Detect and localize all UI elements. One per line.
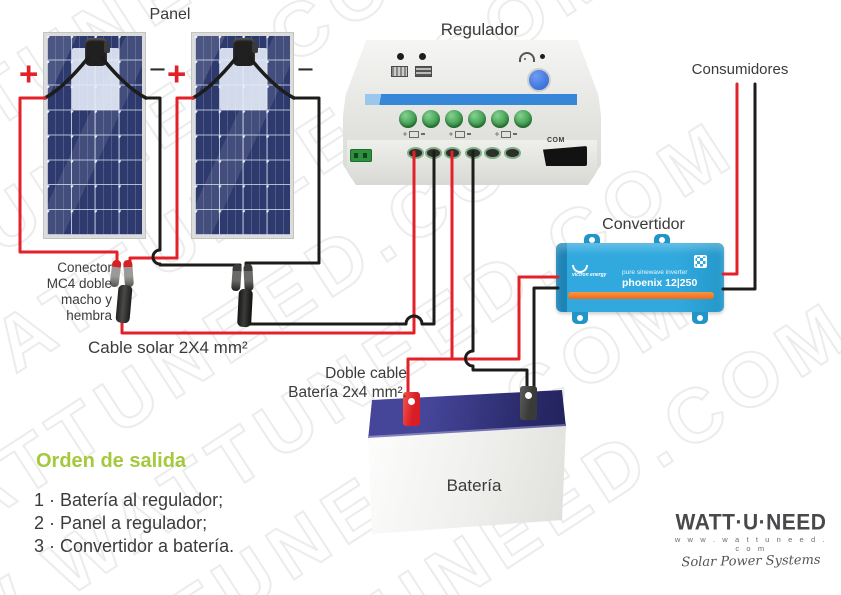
battery-icon [415, 66, 432, 77]
logo-tagline: Solar Power Systems [681, 552, 821, 571]
battery-body [368, 426, 566, 534]
terminal-load-plus [491, 110, 509, 128]
wire-consumers-positive [721, 82, 739, 276]
mc4-body [115, 284, 133, 324]
right-panel-plus-sign: + [167, 55, 187, 92]
junction-box [233, 37, 258, 66]
output-order-step-2: 2 · Panel a regulador; [34, 512, 208, 533]
consumers-label: Consumidores [691, 61, 789, 78]
terminal-polarity-icons [495, 130, 517, 138]
mc4-plug [243, 263, 254, 292]
terminal-bat-plus [445, 110, 463, 128]
left-panel-plus-sign: + [19, 55, 39, 92]
left-panel-minus-sign: − [149, 54, 166, 86]
mounting-tab [692, 312, 708, 324]
wire-converter-battery-positive [406, 275, 560, 396]
mc4-annotation: Conector MC4 doble macho y hembra [46, 260, 112, 323]
terminal-polarity-icons [403, 130, 425, 138]
mc4-plug [231, 263, 242, 292]
aux-connector [350, 149, 372, 162]
converter-brand: victron energy [572, 272, 607, 278]
qr-code-icon [694, 255, 707, 268]
converter-label: Convertidor [602, 216, 685, 233]
wire-port [409, 149, 422, 157]
output-order-list: 1 · Batería al regulador; 2 · Panel a re… [34, 489, 234, 558]
status-led-icon [419, 53, 426, 60]
output-order-title: Orden de salida [36, 450, 187, 472]
wire-converter-battery-negative [532, 286, 560, 394]
mc4-connector-negative [229, 263, 263, 330]
inverter-converter: victron energy pure sinewave inverter ph… [556, 234, 724, 324]
wire-consumers-negative [721, 82, 757, 291]
solar-panel-right [192, 33, 293, 238]
battery-clamp-negative [520, 386, 537, 420]
mc4-connector-positive [108, 259, 142, 326]
terminal-pv-minus [422, 110, 440, 128]
battery-clamp-positive [403, 392, 420, 426]
status-led-icon [397, 53, 404, 60]
wire-port [506, 149, 519, 157]
converter-body: victron energy pure sinewave inverter ph… [556, 243, 724, 312]
regulator-button [527, 68, 551, 92]
regulator-lower-face: COM [347, 137, 597, 183]
solar-panel-left [44, 33, 145, 238]
wire-port [486, 149, 499, 157]
converter-product-model: phoenix 12|250 [622, 277, 698, 289]
wire-port [446, 149, 459, 157]
wire-port [467, 149, 480, 157]
com-port [543, 146, 587, 166]
terminal-polarity-icons [449, 130, 471, 138]
charge-regulator: COM [343, 40, 601, 185]
mc4-body [237, 288, 253, 328]
indicator-dot-icon [540, 54, 545, 59]
wattuneed-logo: WATT·U·NEED w w w . w a t t u n e e d . … [672, 510, 830, 571]
battery-label: Batería [446, 476, 502, 495]
battery: Batería [362, 388, 572, 540]
mc4-plug [123, 259, 134, 288]
solar-cable-annotation: Cable solar 2X4 mm² [88, 338, 248, 357]
wire-port [427, 149, 440, 157]
wifi-icon [519, 52, 535, 62]
logo-website: w w w . w a t t u n e e d . c o m [674, 535, 828, 553]
terminal-pv-plus [399, 110, 417, 128]
wire-regulator-battery-negative [464, 150, 529, 394]
solar-panel-icon [391, 66, 408, 77]
mounting-tab [572, 312, 588, 324]
panel-label: Panel [149, 6, 191, 23]
output-order-step-3: 3 · Convertidor a batería. [34, 535, 235, 556]
terminal-load-minus [514, 110, 532, 128]
battery-cable-annotation: Doble cable Batería 2x4 mm². [288, 365, 407, 401]
right-panel-minus-sign: − [297, 54, 314, 86]
com-port-label: COM [547, 137, 565, 144]
output-order-step-1: 1 · Batería al regulador; [34, 490, 224, 510]
converter-product-type: pure sinewave inverter [622, 269, 688, 276]
converter-orange-stripe [568, 292, 714, 299]
junction-box [85, 37, 110, 66]
logo-name: WATT·U·NEED [675, 510, 827, 535]
regulator-brand-stripe [365, 94, 577, 105]
terminal-bat-minus [468, 110, 486, 128]
regulator-label: Regulador [440, 20, 520, 39]
